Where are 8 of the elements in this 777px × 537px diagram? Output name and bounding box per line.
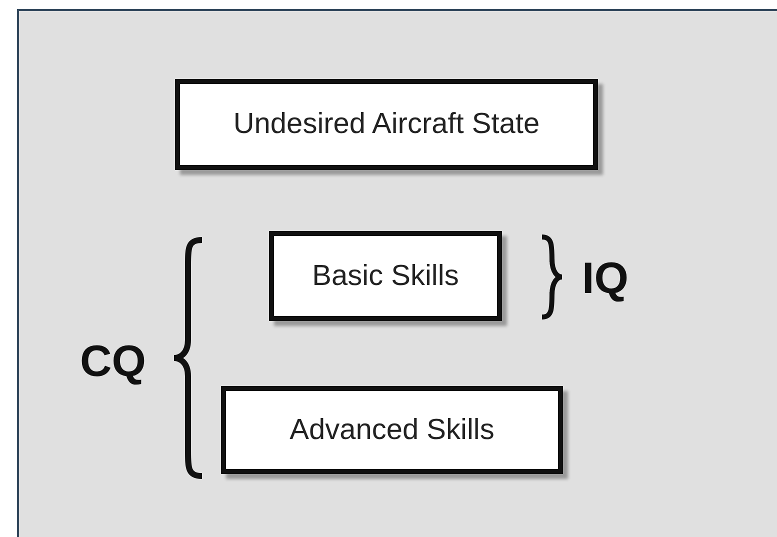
box-label: Undesired Aircraft State: [233, 108, 540, 141]
process-box: [221, 386, 563, 474]
process-box: [175, 79, 598, 170]
bracket-label: CQ: [80, 337, 146, 387]
box-label: Advanced Skills: [290, 414, 494, 446]
bracket-label: IQ: [582, 254, 628, 304]
process-box: [269, 231, 502, 321]
box-label: Basic Skills: [312, 260, 459, 292]
